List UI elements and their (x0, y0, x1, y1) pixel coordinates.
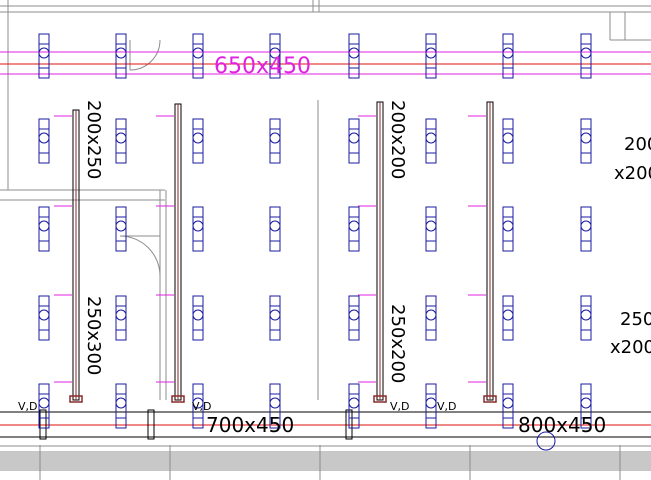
right-upper-label-b: x200 (614, 163, 651, 184)
branch-ducts (54, 101, 497, 403)
diffuser (192, 206, 204, 252)
diffuser (580, 33, 592, 79)
vd-label-4: V,D (437, 400, 457, 413)
diffuser (348, 118, 360, 164)
diffuser (38, 33, 50, 79)
duct-labels: 650x450 200x250 250x300 200x200 250x200 … (18, 54, 651, 437)
bottom-duct-left-label: 700x450 (206, 413, 294, 437)
diffuser (115, 295, 127, 341)
diffuser (425, 295, 437, 341)
diffuser (502, 206, 514, 252)
diffuser (269, 33, 281, 79)
diffuser (115, 118, 127, 164)
right-lower-label-a: 250 (620, 309, 651, 330)
diffuser (425, 118, 437, 164)
diffuser (115, 206, 127, 252)
main-duct-top-label: 650x450 (214, 54, 311, 79)
diffuser (192, 383, 204, 429)
diffuser (115, 33, 127, 79)
diffuser (580, 206, 592, 252)
diffuser (348, 383, 360, 429)
diffuser (192, 33, 204, 79)
vd-label-2: V,D (192, 400, 212, 413)
diffuser (502, 295, 514, 341)
diffuser (425, 383, 437, 429)
bottom-duct-right-label: 800x450 (518, 413, 606, 437)
vd-label-1: V,D (18, 400, 38, 413)
branch-1-upper-label: 200x250 (83, 100, 104, 179)
top-duct-lines (0, 51, 651, 426)
diffuser-grid (38, 33, 592, 429)
vd-label-3: V,D (390, 400, 410, 413)
right-upper-label-a: 200 (624, 134, 651, 155)
diffuser (502, 118, 514, 164)
diffuser (580, 383, 592, 429)
diffuser (348, 33, 360, 79)
diffuser (425, 33, 437, 79)
right-lower-label-b: x200 (610, 337, 651, 358)
branch-3-upper-label: 200x200 (387, 100, 408, 179)
diffuser (192, 118, 204, 164)
diffuser (348, 206, 360, 252)
diffuser (502, 383, 514, 429)
diffuser (425, 206, 437, 252)
diffuser (38, 206, 50, 252)
diffuser (192, 295, 204, 341)
diffuser (580, 118, 592, 164)
diffuser (580, 295, 592, 341)
branch-duct (54, 109, 83, 403)
branch-duct (358, 101, 387, 403)
diffuser (502, 33, 514, 79)
diffuser (269, 206, 281, 252)
branch-1-lower-label: 250x300 (83, 296, 104, 375)
diffuser (38, 383, 50, 429)
branch-duct (156, 103, 185, 403)
diffuser (269, 383, 281, 429)
diffuser (269, 295, 281, 341)
diffuser (269, 118, 281, 164)
diffuser (38, 118, 50, 164)
diffuser (115, 383, 127, 429)
branch-duct (468, 101, 497, 403)
branch-3-lower-label: 250x200 (387, 304, 408, 383)
diffuser (38, 295, 50, 341)
diffuser (348, 295, 360, 341)
